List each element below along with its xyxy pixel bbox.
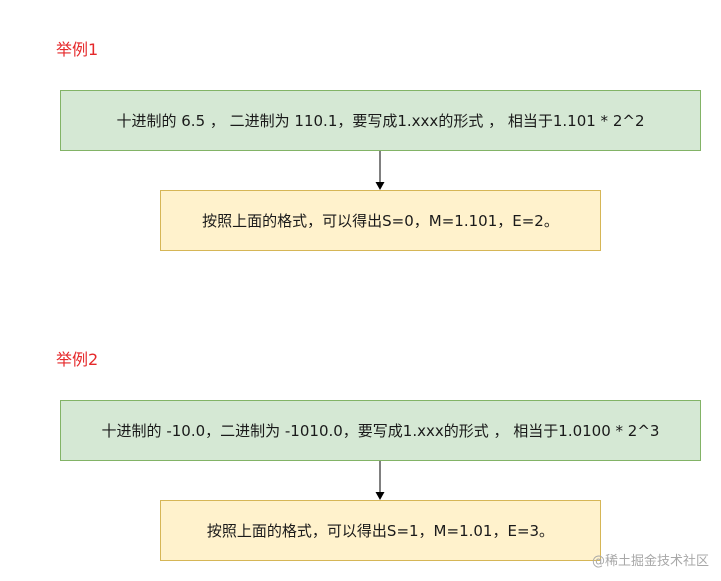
example-1-result-text: 按照上面的格式，可以得出S=0，M=1.101，E=2。	[202, 211, 559, 230]
example-2-conversion-box: 十进制的 -10.0，二进制为 -1010.0，要写成1.xxx的形式 ， 相当…	[60, 400, 701, 461]
example-1-conversion-box: 十进制的 6.5 ， 二进制为 110.1，要写成1.xxx的形式 ， 相当于1…	[60, 90, 701, 151]
example-2-label: 举例2	[56, 350, 99, 369]
example-1-result-box: 按照上面的格式，可以得出S=0，M=1.101，E=2。	[160, 190, 601, 251]
example-1-arrow	[375, 151, 385, 190]
watermark: @稀土掘金技术社区	[591, 554, 709, 569]
example-2-result-box: 按照上面的格式，可以得出S=1，M=1.01，E=3。	[160, 500, 601, 561]
example-2-conversion-text: 十进制的 -10.0，二进制为 -1010.0，要写成1.xxx的形式 ， 相当…	[101, 421, 660, 440]
example-1-label: 举例1	[56, 40, 99, 59]
example-2-arrow	[375, 461, 385, 500]
example-2-result-text: 按照上面的格式，可以得出S=1，M=1.01，E=3。	[206, 521, 555, 540]
example-1-conversion-text: 十进制的 6.5 ， 二进制为 110.1，要写成1.xxx的形式 ， 相当于1…	[116, 111, 645, 130]
